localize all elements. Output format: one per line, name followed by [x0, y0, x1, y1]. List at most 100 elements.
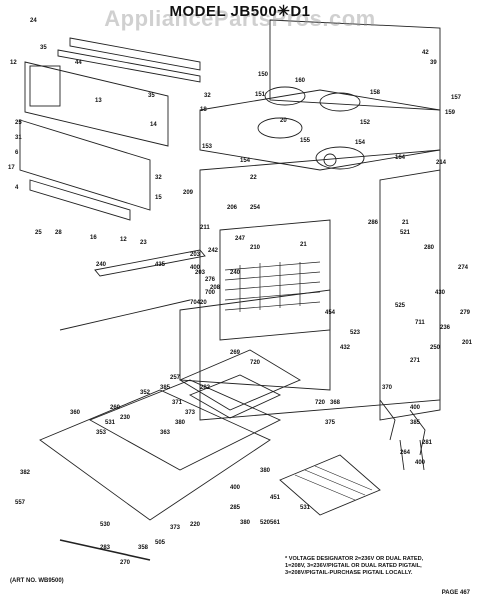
part-callout: 42: [422, 50, 429, 56]
part-callout: 260: [110, 405, 121, 411]
part-callout: 385: [160, 385, 171, 391]
part-callout: 382: [20, 470, 31, 476]
part-callout: 24: [30, 18, 37, 24]
part-callout: 160: [295, 78, 306, 84]
part-callout: 32: [204, 93, 211, 99]
burner-drip-pan: [323, 153, 337, 167]
part-callout: 280: [424, 245, 435, 251]
part-callout: 269: [230, 350, 241, 356]
watermark: AppliancePartsPros.com: [104, 6, 376, 31]
part-callout: 150: [258, 72, 269, 78]
part-callout: 523: [350, 330, 361, 336]
oven-rack-grid: [224, 261, 321, 312]
part-callout: 281: [422, 440, 433, 446]
part-callout: 385: [410, 420, 421, 426]
page-number: PAGE 467: [441, 590, 470, 596]
voltage-note-line-2: 1=208V, 3=236V/PIGTAIL OR DUAL RATED PIG…: [285, 563, 422, 569]
part-callout: 240: [96, 262, 107, 268]
part-callout: 279: [460, 310, 471, 316]
oven-body-outline: [199, 149, 441, 421]
part-callout: 201: [462, 340, 473, 346]
part-callout: 21: [402, 220, 409, 226]
part-callout: 220: [190, 522, 201, 528]
part-callout: 451: [270, 495, 281, 501]
part-callout: 14: [150, 122, 157, 128]
part-callout: 210: [250, 245, 261, 251]
part-callout: 400: [410, 405, 421, 411]
storage-drawer: [179, 289, 331, 391]
part-callout: 44: [75, 60, 82, 66]
part-callout: 35: [148, 93, 155, 99]
part-callout: 521: [400, 230, 411, 236]
part-callout: 283: [100, 545, 111, 551]
burner-left-front: [257, 117, 303, 139]
part-callout: 525: [395, 303, 406, 309]
part-callout: 400: [190, 265, 201, 271]
part-callout: 531: [300, 505, 311, 511]
part-callout: 240: [230, 270, 241, 276]
burner-right-rear: [319, 92, 361, 112]
part-callout: 250: [430, 345, 441, 351]
part-callout: 353: [96, 430, 107, 436]
part-callout: 352: [140, 390, 151, 396]
part-callout: 25: [35, 230, 42, 236]
part-callout: 208: [210, 285, 221, 291]
voltage-note: * VOLTAGE DESIGNATOR 2=236V OR DUAL RATE…: [285, 556, 475, 577]
door-window: [188, 374, 282, 419]
part-callout: 242: [208, 248, 219, 254]
knob-lower-strip: [29, 179, 131, 221]
part-callout: 20: [200, 300, 207, 306]
trim-strip-top: [69, 37, 201, 71]
part-callout: 371: [172, 400, 183, 406]
part-callout: 154: [240, 158, 251, 164]
part-callout: 286: [368, 220, 379, 226]
part-callout: 257: [170, 375, 181, 381]
part-callout: 520: [260, 520, 271, 526]
part-callout: 505: [155, 540, 166, 546]
part-callout: 360: [70, 410, 81, 416]
part-callout: 211: [200, 225, 210, 231]
part-callout: 158: [370, 90, 381, 96]
part-callout: 214: [436, 160, 447, 166]
part-callout: 270: [120, 560, 131, 566]
part-callout: 209: [183, 190, 194, 196]
part-callout: 247: [235, 236, 246, 242]
part-callout: 561: [270, 520, 281, 526]
part-callout: 31: [15, 135, 22, 141]
oven-door-outer: [39, 389, 271, 521]
part-callout: 370: [382, 385, 393, 391]
part-callout: 254: [250, 205, 261, 211]
voltage-note-line-1: * VOLTAGE DESIGNATOR 2=236V OR DUAL RATE…: [285, 556, 424, 562]
part-callout: 711: [415, 320, 425, 326]
part-callout: 153: [202, 144, 213, 150]
part-callout: 159: [445, 110, 456, 116]
part-callout: 12: [10, 60, 17, 66]
part-callout: 23: [140, 240, 147, 246]
part-callout: 380: [175, 420, 186, 426]
part-callout: 358: [138, 545, 149, 551]
part-callout: 271: [410, 358, 421, 364]
burner-left-rear: [264, 86, 306, 106]
part-callout: 151: [255, 92, 266, 98]
part-callout: 276: [205, 277, 216, 283]
part-callout: 155: [300, 138, 311, 144]
part-callout: 12: [120, 237, 127, 243]
part-callout: 236: [440, 325, 451, 331]
part-callout: 700: [205, 290, 216, 296]
part-callout: 274: [458, 265, 469, 271]
trim-strip-2: [57, 49, 201, 83]
part-callout: 152: [360, 120, 371, 126]
hinge-spring-1: [399, 439, 405, 471]
door-handle: [59, 539, 151, 561]
part-callout: 203: [190, 252, 201, 258]
part-callout: 22: [250, 175, 257, 181]
burner-right-front: [315, 146, 365, 170]
clock-module: [29, 65, 61, 107]
art-number: (ART NO. WB9500): [10, 578, 64, 584]
part-callout: 39: [430, 60, 437, 66]
part-callout: 531: [105, 420, 116, 426]
part-callout: 373: [185, 410, 196, 416]
part-callout: 28: [55, 230, 62, 236]
part-callout: 380: [260, 468, 271, 474]
